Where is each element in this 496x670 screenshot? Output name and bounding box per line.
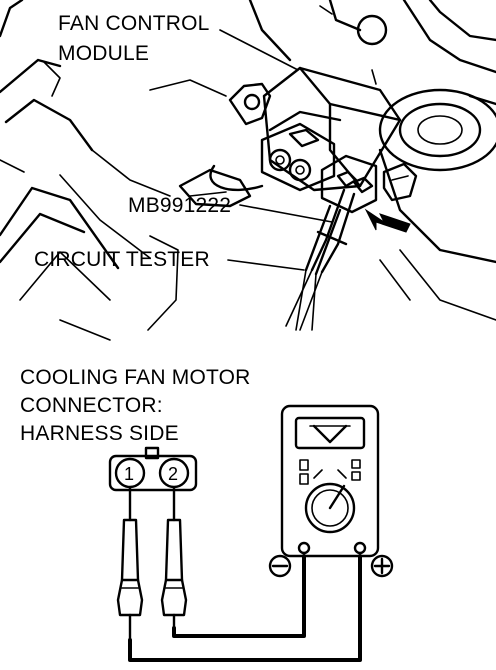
lead-negative-probe [128,554,362,662]
positive-symbol [370,554,394,578]
lead-positive-probe [172,554,306,638]
multimeter-body [280,404,380,558]
multimeter-display [294,416,366,450]
connector-label-line3: HARNESS SIDE [20,422,179,445]
fan-control-module-leader [219,29,299,71]
tank-icon [378,88,496,172]
fan-control-module-icon [262,66,402,192]
connector-plug-icon [382,162,418,202]
plus-circle-icon [370,554,394,578]
plus-icon [373,557,391,575]
cooling-fan-motor-connector: 1 2 [108,446,198,492]
tool-number-label: MB991222 [128,194,231,217]
tool-number-leader [239,204,333,223]
voltage-symbol-icon [312,424,348,444]
selector-dial-icon [304,482,356,534]
connector-label-line2: CONNECTOR: [20,394,163,417]
negative-symbol [268,554,292,578]
arrow-icon [364,208,411,233]
module-connector-icon [260,122,336,192]
engine-bay-illustration [0,0,496,341]
pin-2-label: 2 [168,464,178,484]
minus-circle-icon [268,554,292,578]
connector-label-line1: COOLING FAN MOTOR [20,366,251,389]
cap-icon [356,14,388,46]
harness-connector-icon [320,154,378,214]
circuit-tester-label: CIRCUIT TESTER [34,248,210,271]
fan-control-module-label-line2: MODULE [58,42,149,65]
probe-negative [116,486,144,642]
positive-jack-icon [353,541,367,555]
fan-control-module-label-line1: FAN CONTROL [58,12,210,35]
circuit-tester-leader [227,259,305,271]
pin-1-label: 1 [124,464,134,484]
probe-positive [160,486,188,630]
multimeter [280,404,380,558]
negative-jack-icon [297,541,311,555]
